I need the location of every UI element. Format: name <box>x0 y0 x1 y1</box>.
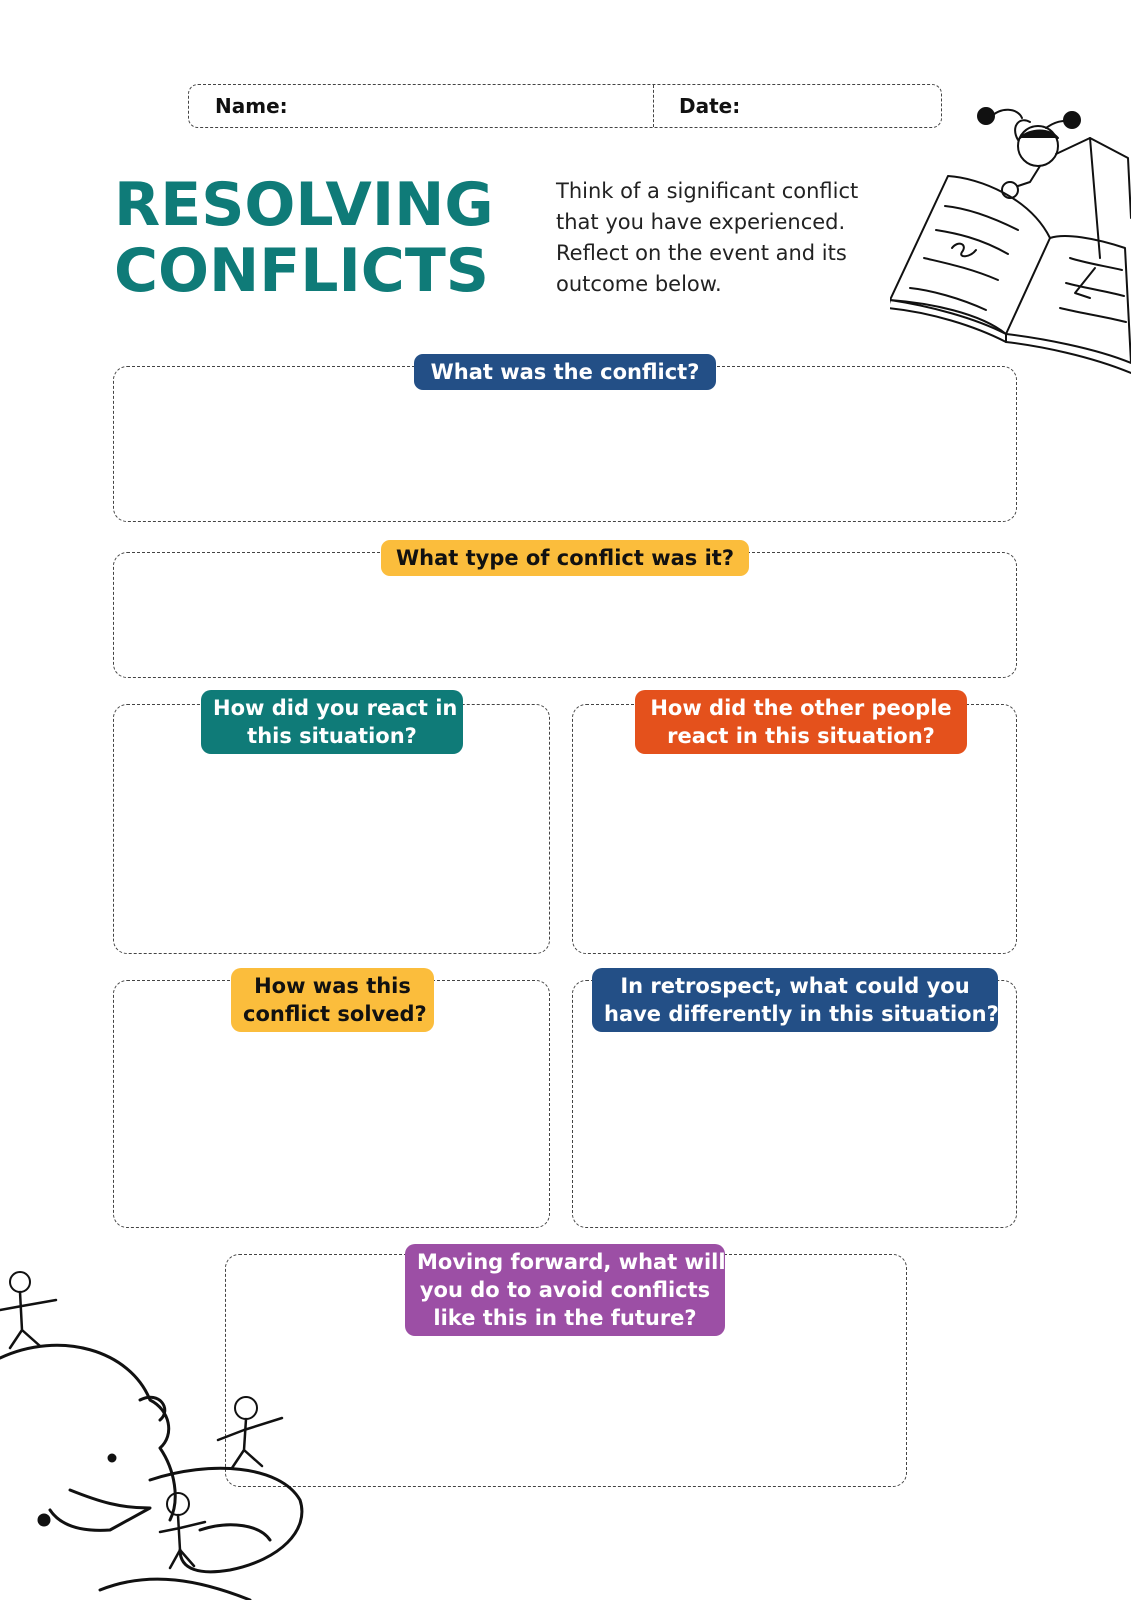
girl-reading-book-illustration <box>890 107 1131 374</box>
your-reaction-question-line: How did you react in <box>213 696 458 720</box>
intro-line: outcome below. <box>556 272 722 296</box>
intro-text: Think of a significant conflict that you… <box>556 176 896 300</box>
intro-line: Reflect on the event and its <box>556 241 847 265</box>
your-reaction-question-tag: How did you react in this situation? <box>201 690 463 754</box>
moving-forward-question-line: like this in the future? <box>433 1306 697 1330</box>
page-title: RESOLVING CONFLICTS <box>114 172 494 304</box>
name-label: Name: <box>215 94 288 118</box>
conflict-solved-question-line: How was this <box>254 974 411 998</box>
others-reaction-question-tag: How did the other people react in this s… <box>635 690 967 754</box>
conflict-type-question-label: What type of conflict was it? <box>395 546 734 570</box>
conflict-solved-question-tag: How was this conflict solved? <box>231 968 434 1032</box>
conflict-type-question-tag: What type of conflict was it? <box>381 540 749 576</box>
moving-forward-question-line: Moving forward, what will <box>417 1250 726 1274</box>
others-reaction-question-line: How did the other people <box>650 696 952 720</box>
retrospect-question-line: have differently in this situation? <box>604 1002 999 1026</box>
conflict-question-tag: What was the conflict? <box>414 354 716 390</box>
title-line-2: CONFLICTS <box>114 236 489 306</box>
retrospect-question-line: In retrospect, what could you <box>620 974 970 998</box>
name-date-field: Name: Date: <box>188 84 942 128</box>
others-reaction-question-line: react in this situation? <box>667 724 935 748</box>
retrospect-question-tag: In retrospect, what could you have diffe… <box>592 968 999 1032</box>
your-reaction-question-line: this situation? <box>247 724 417 748</box>
conflict-question-label: What was the conflict? <box>430 360 700 384</box>
moving-forward-question-tag: Moving forward, what will you do to avoi… <box>405 1244 726 1336</box>
date-label: Date: <box>679 94 741 118</box>
name-date-divider <box>653 85 654 127</box>
conflict-solved-question-line: conflict solved? <box>243 1002 427 1026</box>
intro-line: that you have experienced. <box>556 210 846 234</box>
intro-line: Think of a significant conflict <box>556 179 859 203</box>
head-with-small-people-illustration <box>0 1271 304 1600</box>
title-line-1: RESOLVING <box>114 170 494 240</box>
moving-forward-question-line: you do to avoid conflicts <box>419 1278 711 1302</box>
